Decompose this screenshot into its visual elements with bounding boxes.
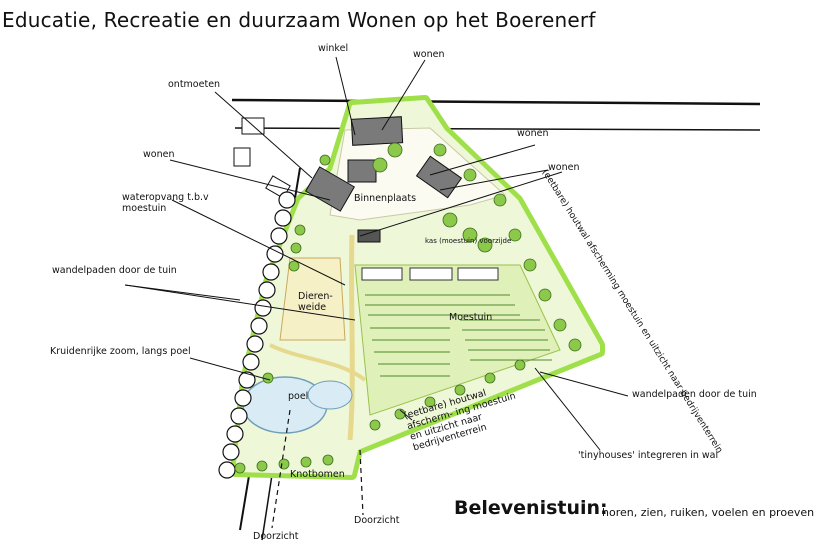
road-line-top [231,98,761,106]
house-outside-2 [233,147,251,167]
moestuin-area [354,264,561,416]
label-poel: poel [288,391,309,402]
tree-row-left [218,191,296,479]
label-wonen-right-1: wonen [517,128,549,139]
label-winkel: winkel [318,43,349,54]
label-binnenplaats: Binnenplaats [354,193,417,204]
label-wateropvang: wateropvang t.b.v moestuin [122,192,209,214]
label-kruidenrijke-zoom: Kruidenrijke zoom, langs poel [50,346,191,357]
doorzicht-arrows [271,409,364,529]
label-dierenweide: Dieren- weide [298,291,333,313]
label-wandelpaden-right: wandelpaden door de tuin [632,389,757,400]
label-wonen-right-2: wonen [548,162,580,173]
building-wonen-center [347,159,377,183]
label-wandelpaden-left: wandelpaden door de tuin [52,265,177,276]
greenhouse-rows [361,267,499,281]
crop-rows [365,294,552,377]
road-line-bottom [234,127,761,131]
dierenweide-area [279,257,346,341]
label-kas: kas (moestuin) voorzijde [425,237,512,245]
building-small [357,229,381,243]
label-doorzicht-2: Doorzicht [354,515,400,526]
label-belevenistuin: Belevenistuin: [454,497,608,519]
label-moestuin: Moestuin [449,312,493,323]
label-belevenistuin-sub: horen, zien, ruiken, voelen en proeven [602,506,815,519]
poel-pond-2 [307,380,353,410]
label-wonen-left: wonen [143,149,175,160]
label-tinyhouses: 'tinyhouses' integreren in wal [578,450,719,461]
label-doorzicht-1: Doorzicht [253,531,299,542]
leader-lines [124,56,629,451]
building-winkel [350,116,404,146]
building-ontmoeten [304,166,356,212]
building-wonen-right [415,155,463,199]
label-ontmoeten: ontmoeten [168,79,221,90]
label-knotbomen: Knotbomen [290,469,345,480]
garden-path-1 [347,234,355,441]
garden-path-2 [269,343,367,382]
diagram-title: Educatie, Recreatie en duurzaam Wonen op… [2,8,596,32]
label-wonen-top: wonen [413,49,445,60]
